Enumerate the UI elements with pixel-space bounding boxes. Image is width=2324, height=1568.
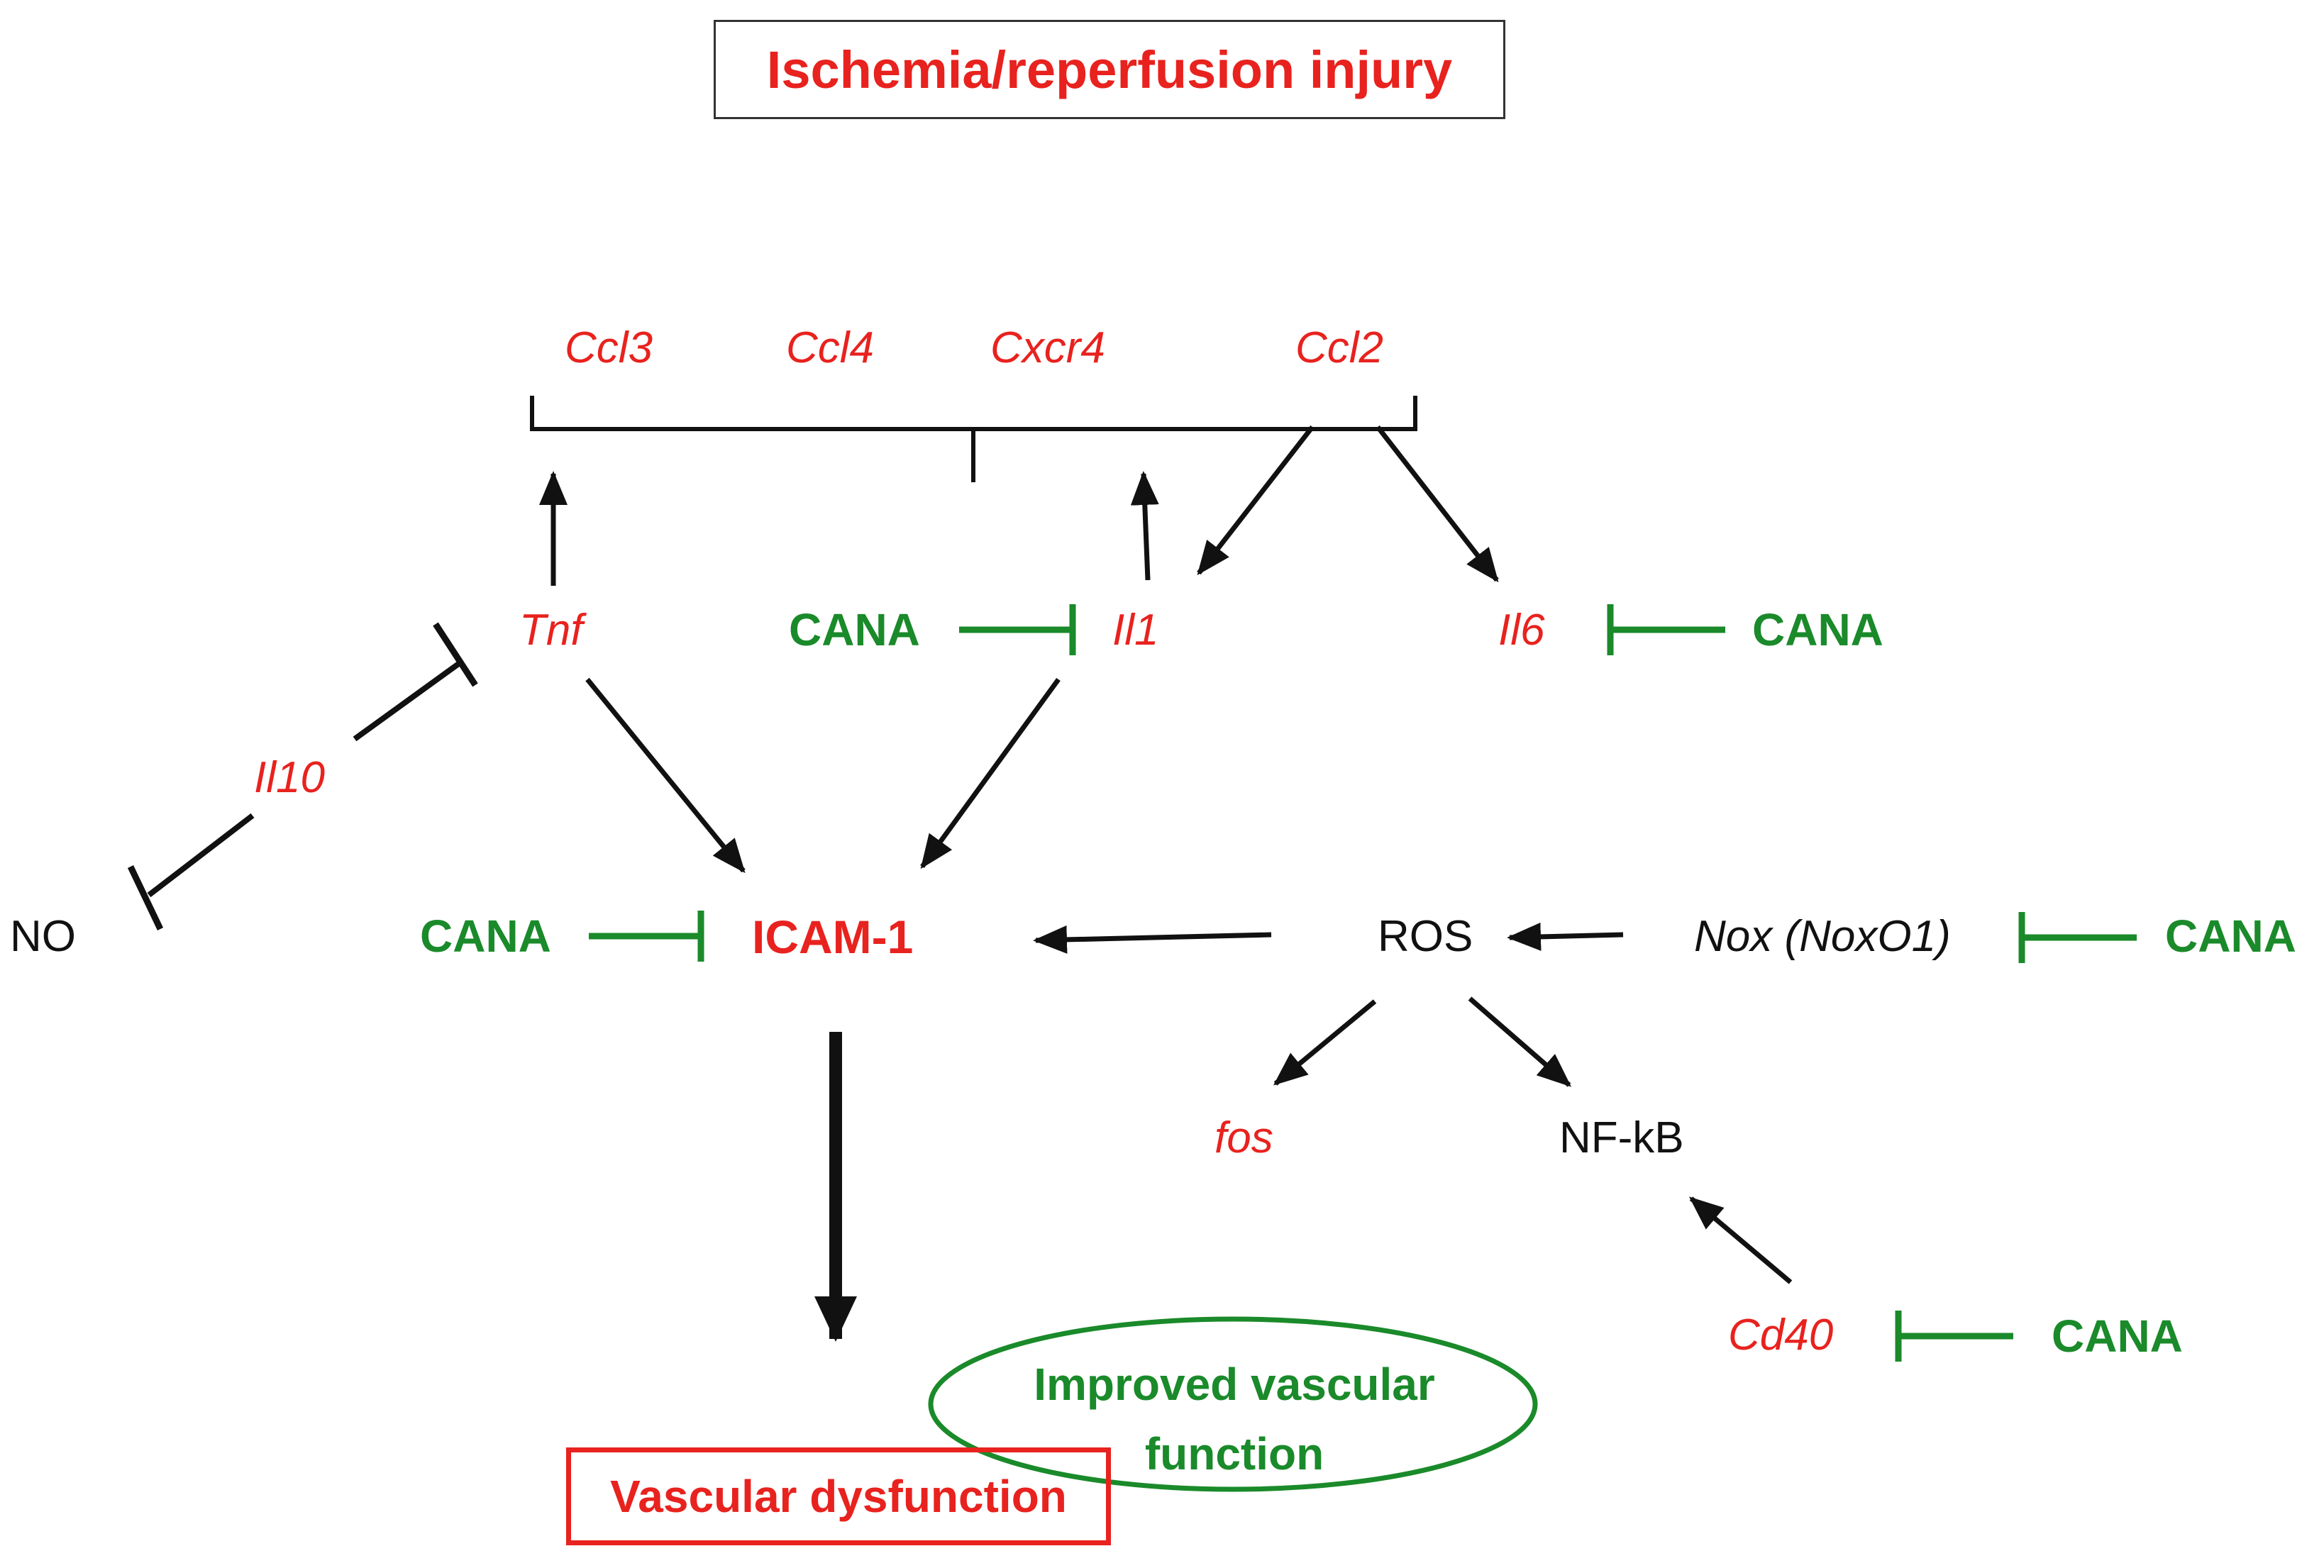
label-tnf: Tnf <box>519 606 583 655</box>
label-ros: ROS <box>1378 912 1473 961</box>
improved-function-line2: function <box>1144 1428 1324 1479</box>
label-ccl4: Ccl4 <box>786 323 875 372</box>
diagram-title: Ischemia/reperfusion injury <box>766 40 1453 99</box>
label-ccl2: Ccl2 <box>1295 323 1384 372</box>
vascular-dysfunction-box: Vascular dysfunction <box>566 1447 1111 1545</box>
label-il10: Il10 <box>254 753 325 802</box>
label-il1: Il1 <box>1112 606 1159 655</box>
improved-function-ellipse <box>928 1316 1538 1492</box>
inhibit-il10-to-tnf <box>353 658 465 742</box>
label-il6: Il6 <box>1498 606 1545 655</box>
arrow-il1-to-icam <box>920 677 1061 869</box>
arrow-ccl2-to-il1 <box>1197 425 1315 576</box>
vascular-dysfunction-label: Vascular dysfunction <box>610 1471 1067 1522</box>
title-box: Ischemia/reperfusion injury <box>714 20 1505 119</box>
label-cxcr4: Cxcr4 <box>990 323 1105 372</box>
chemokine-bracket <box>530 396 1417 482</box>
arrow-ccl2-to-il6 <box>1376 425 1499 583</box>
arrow-il1-to-chemokines <box>1130 471 1159 581</box>
label-cd40: Cd40 <box>1728 1311 1834 1360</box>
label-ccl3: Ccl3 <box>565 323 653 372</box>
label-cana-nox: CANA <box>2165 911 2296 962</box>
arrow-ros-to-nfkb <box>1468 996 1572 1087</box>
inhibit-no-bar <box>127 865 164 930</box>
improved-function-line1: Improved vascular <box>1034 1359 1435 1410</box>
label-fos: fos <box>1214 1113 1273 1162</box>
label-icam1: ICAM-1 <box>752 911 914 963</box>
label-cana-cd40: CANA <box>2052 1311 2183 1362</box>
improved-function-label: Improved vascular function <box>979 1350 1490 1489</box>
label-no: NO <box>10 912 76 961</box>
label-nox: Nox (NoxO1) <box>1694 912 1951 961</box>
arrow-nox-to-ros <box>1507 922 1624 951</box>
inhibit-tnf-bar <box>433 622 478 687</box>
label-nfkb: NF-kB <box>1559 1113 1684 1162</box>
arrow-ros-to-icam <box>1033 925 1272 954</box>
arrow-tnf-to-icam <box>585 677 746 874</box>
arrow-cd40-to-nfkb <box>1688 1196 1793 1284</box>
label-cana-icam: CANA <box>420 911 551 962</box>
label-cana-il1: CANA <box>789 604 920 655</box>
arrow-ros-to-fos <box>1273 999 1377 1086</box>
inhibit-il10-to-no <box>147 813 255 898</box>
label-cana-il6: CANA <box>1752 604 1883 655</box>
